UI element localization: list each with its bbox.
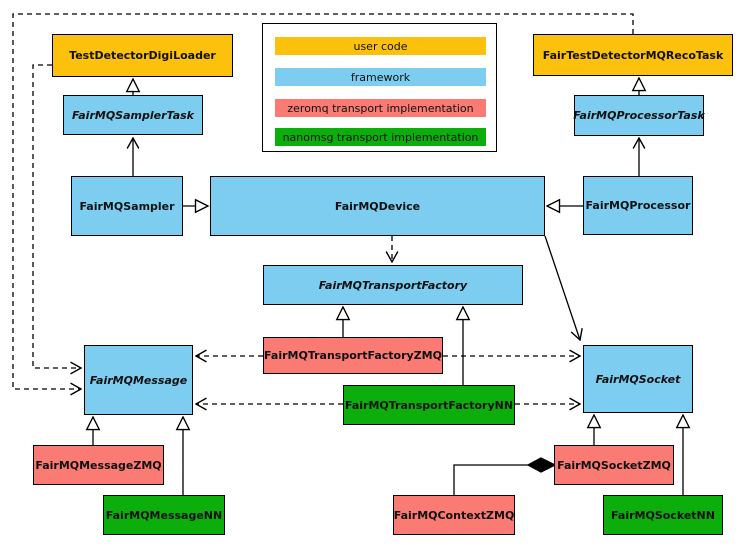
class-label: FairMQMessageNN (105, 508, 223, 522)
legend-label: framework (350, 70, 411, 84)
legend-label: zeromq transport implementation (287, 101, 474, 115)
legend-framework: framework (275, 68, 486, 86)
composition-diamond (526, 457, 557, 473)
legend-label: nanomsg transport implementation (282, 130, 479, 144)
legend-nanomsg: nanomsg transport implementation (275, 128, 486, 146)
class-box-fairmqtransportfactoryzmq: FairMQTransportFactoryZMQ (263, 337, 443, 374)
class-box-fairmqmessage: FairMQMessage (84, 345, 193, 415)
class-box-fairmqtransportfactorynn: FairMQTransportFactoryNN (343, 385, 515, 425)
legend-label: user code (353, 39, 408, 53)
class-box-fairmqsamplertask: FairMQSamplerTask (63, 95, 203, 135)
class-box-fairmqtransportfactory: FairMQTransportFactory (263, 265, 523, 305)
class-box-fairmqmessagezmq: FairMQMessageZMQ (33, 445, 164, 485)
class-box-fairmqsocketzmq: FairMQSocketZMQ (554, 445, 674, 485)
class-box-fairtestdetectormqrecotask: FairTestDetectorMQRecoTask (533, 34, 733, 76)
class-label: FairMQSocketNN (611, 508, 715, 522)
class-label: TestDetectorDigiLoader (69, 49, 216, 62)
class-label: FairMQSocket (595, 372, 681, 386)
class-box-fairmqprocessortask: FairMQProcessorTask (573, 95, 705, 136)
edge-digiloader-to-message (32, 64, 81, 368)
class-label: FairMQMessage (89, 373, 188, 387)
edge-device-to-socket (544, 235, 580, 340)
legend-box: user code framework zeromq transport imp… (262, 23, 497, 152)
legend-zeromq: zeromq transport implementation (275, 99, 486, 117)
class-label: FairMQProcessorTask (573, 109, 705, 122)
class-label: FairMQTransportFactory (318, 278, 468, 292)
class-label: FairMQSamplerTask (72, 108, 194, 122)
class-box-testdetectordigiloader: TestDetectorDigiLoader (52, 34, 233, 77)
class-label: FairMQSampler (79, 199, 175, 213)
class-box-fairmqcontextzmq: FairMQContextZMQ (393, 495, 515, 535)
edge-recotask-to-message (12, 13, 634, 389)
class-box-fairmqmessagenn: FairMQMessageNN (103, 495, 225, 535)
class-box-fairmqsocket: FairMQSocket (583, 345, 693, 413)
class-box-fairmqsocketnn: FairMQSocketNN (603, 495, 723, 535)
class-label: FairMQSocketZMQ (557, 458, 671, 472)
class-box-fairmqsampler: FairMQSampler (71, 176, 183, 236)
class-label: FairTestDetectorMQRecoTask (542, 48, 724, 62)
edge-contextzmq-to-socketzmq (453, 464, 528, 495)
legend-user-code: user code (275, 37, 486, 55)
class-label: FairMQTransportFactoryNN (344, 398, 514, 412)
class-label: FairMQContextZMQ (393, 508, 515, 522)
class-box-fairmqdevice: FairMQDevice (210, 176, 545, 236)
class-box-fairmqprocessor: FairMQProcessor (583, 176, 693, 235)
class-label: FairMQDevice (334, 199, 421, 213)
class-label: FairMQTransportFactoryZMQ (264, 349, 442, 362)
class-label: FairMQProcessor (585, 199, 691, 212)
class-label: FairMQMessageZMQ (35, 458, 162, 472)
